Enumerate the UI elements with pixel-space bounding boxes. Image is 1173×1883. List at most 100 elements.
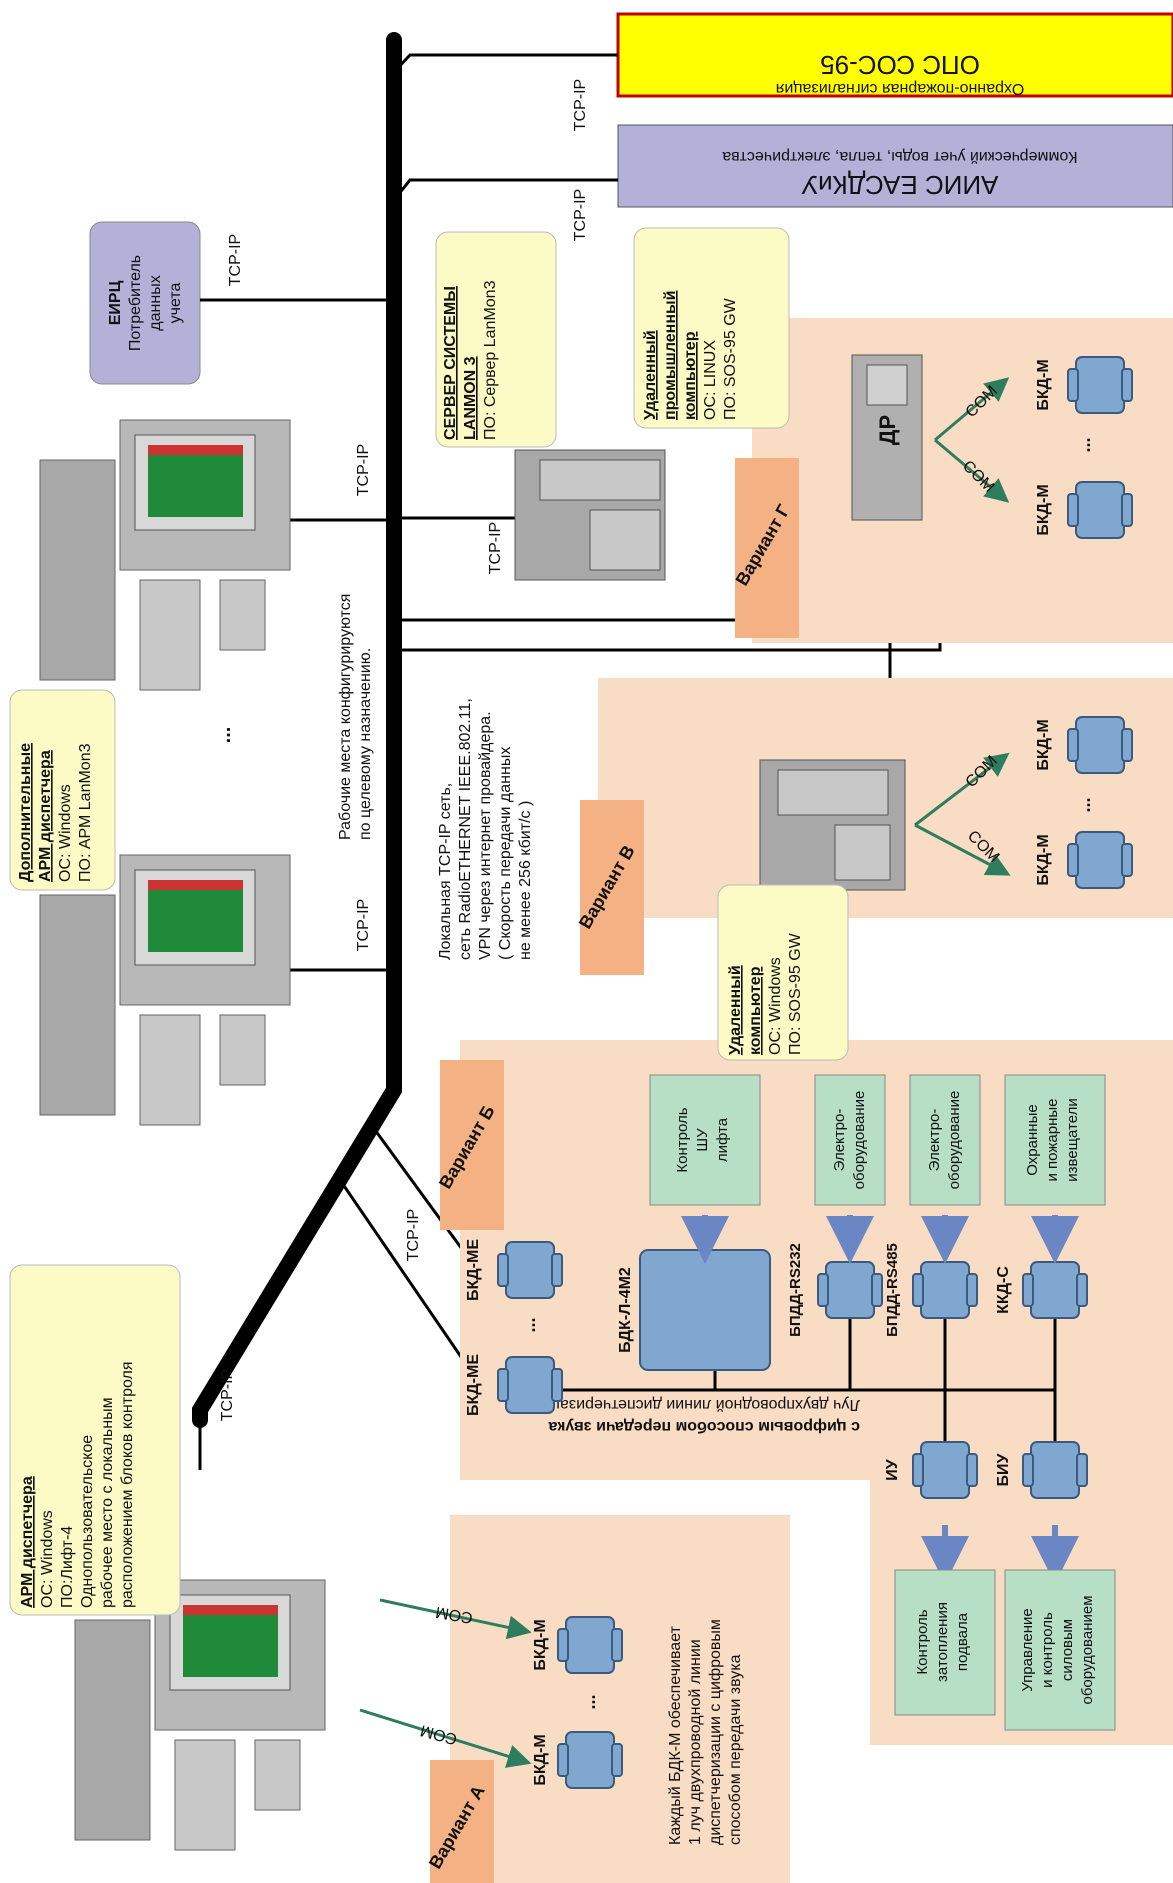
ea-line-3: ПО: АРМ LanMon3 — [77, 743, 94, 882]
pc-ellipsis: ... — [213, 727, 235, 744]
beam-label: Луч двухпроводной линии диспетчеризации … — [533, 1396, 860, 1435]
bkd-m-a2-label: БКД-М — [532, 1734, 549, 1785]
green-elec2: Электро- оборудование — [909, 1074, 981, 1206]
r-line-3: ПО: SOS-95 GW — [787, 932, 804, 1055]
flood-line-2: подвала — [954, 1612, 971, 1671]
ri-line-4: ПО: SOS-95 GW — [722, 297, 739, 420]
arm-line-3: Однопользовательское — [79, 1435, 96, 1608]
pc-extra-1 — [39, 419, 291, 691]
biu-label: БИУ — [995, 1452, 1012, 1486]
biu-unit — [1022, 1441, 1088, 1499]
network-line-4: не менее 256 кбит/с ) — [517, 801, 534, 960]
bkd-m-g2 — [1067, 356, 1133, 414]
power-line-0: Управление — [1019, 1608, 1036, 1691]
shu-line-1: ШУ — [694, 1128, 711, 1152]
green-alarms: Охранные и пожарные извещатели — [1004, 1074, 1106, 1206]
network-line-0: Локальная TCP-IP сеть, — [437, 783, 454, 960]
shu-line-0: Контроль — [674, 1107, 691, 1172]
bkd-m-a2 — [557, 1731, 623, 1789]
tcp-label-b: TCP-IP — [405, 1209, 422, 1261]
arm-line-1: ОС: Windows — [39, 1510, 56, 1608]
tcp-label-aiis: TCP-IP — [572, 189, 589, 241]
ri-line-2: компьютер — [682, 331, 699, 420]
me-ellipsis: ... — [519, 1317, 539, 1332]
v-ellipsis: ... — [1074, 797, 1094, 812]
pc-arm — [74, 1579, 326, 1851]
bus-branches — [198, 53, 942, 1470]
callout-extra-arm: Дополнительные АРМ диспетчера ОС: Window… — [9, 689, 116, 891]
dr-unit — [851, 354, 923, 521]
bkd-m-g2-label: БКД-М — [1035, 359, 1052, 410]
remote-pc-unit — [759, 759, 906, 891]
workplaces-line-1: по целевому назначению. — [357, 648, 374, 840]
kkd-s-unit — [1022, 1261, 1088, 1319]
green-elec1: Электро- оборудование — [814, 1074, 886, 1206]
eirc-line-0: ЕИРЦ — [107, 280, 124, 325]
bkd-m-a1 — [557, 1616, 623, 1674]
dr-label: ДР — [875, 415, 900, 445]
v-com-1 — [914, 823, 1011, 876]
server-line-1: LANMON 3 — [462, 356, 479, 440]
elec2-line-0: Электро- — [926, 1109, 943, 1172]
elec1-line-1: оборудование — [851, 1091, 868, 1190]
kkd-s-label: ККД-С — [995, 1266, 1012, 1314]
tcp-label-a: TCP-IP — [219, 1369, 236, 1421]
arm-line-2: ПО:Лифт-4 — [59, 1526, 76, 1608]
callout-remote: Удаленный компьютер ОС: Windows ПО: SOS-… — [717, 884, 849, 1061]
variant-a-note: Каждый БДК-М обеспечивает 1 луч двухпров… — [667, 1619, 744, 1845]
a-com-label-1: COM — [434, 1603, 474, 1626]
ri-line-3: ОС: LINUX — [702, 340, 719, 420]
bdk-l-unit — [639, 1249, 771, 1371]
a-com-2 — [359, 1708, 532, 1768]
r-line-0: Удаленный — [727, 965, 744, 1055]
r-line-2: ОС: Windows — [767, 957, 784, 1055]
tcp-label-arm2: TCP-IP — [355, 899, 372, 951]
ops-subtitle: Охранно-пожарная сигнализация — [776, 80, 1024, 97]
bpdd-232-label: БПДД-RS232 — [787, 1243, 804, 1337]
elec2-line-1: оборудование — [946, 1091, 963, 1190]
server-line-2: ПО: Сервер LanMon3 — [482, 280, 499, 440]
bkd-m-v1 — [1067, 831, 1133, 889]
bkd-m-v1-label: БКД-М — [1035, 834, 1052, 885]
v-com-2 — [914, 752, 1010, 827]
bkd-me-2-label: БКД-МЕ — [465, 1354, 482, 1416]
network-bus — [192, 32, 402, 1428]
workplaces-line-0: Рабочие места конфигурируются — [337, 594, 354, 840]
aiis-subtitle: Коммерческий учет воды, тепла, электриче… — [722, 148, 1077, 165]
variant-b-tag — [440, 1060, 504, 1230]
flood-line-1: затопления — [934, 1602, 951, 1682]
green-flood: Контроль затопления подвала — [894, 1569, 996, 1716]
power-line-1: и контроль — [1039, 1612, 1056, 1688]
bdk-l-label: БДК-Л-4М2 — [617, 1267, 634, 1353]
bpdd-485-unit — [912, 1261, 978, 1319]
eirc-box — [89, 221, 201, 385]
tcp-label-arm1: TCP-IP — [355, 444, 372, 496]
blue-arrows — [681, 1215, 1079, 1584]
bkd-me-2 — [497, 1356, 563, 1414]
bkd-me-1-label: БКД-МЕ — [465, 1239, 482, 1301]
a-com-1 — [379, 1598, 532, 1640]
arm-line-4: рабочее место с локальным — [99, 1397, 116, 1608]
shu-line-2: лифта — [714, 1117, 731, 1162]
g-ellipsis: ... — [1074, 437, 1094, 452]
callout-server: СЕРВЕР СИСТЕМЫ LANMON 3 ПО: Сервер LanMo… — [435, 231, 557, 448]
tcp-labels: TCP-IP TCP-IP TCP-IP TCP-IP TCP-IP TCP-I… — [219, 79, 879, 1421]
bpdd-232-unit — [817, 1261, 883, 1319]
tcp-label-ops: TCP-IP — [572, 79, 589, 131]
aiis-title: АИИС ЕАСДКиУ — [801, 170, 998, 200]
elec1-line-0: Электро- — [831, 1109, 848, 1172]
network-line-2: VPN через интернет провайдера. — [477, 711, 494, 960]
variant-g-tag — [735, 458, 799, 638]
bkd-me-1 — [497, 1241, 563, 1299]
alarms-line-2: извещатели — [1064, 1098, 1081, 1181]
ea-line-1: АРМ диспетчера — [37, 750, 54, 882]
bkd-m-a1-label: БКД-М — [532, 1619, 549, 1670]
tcp-label-server: TCP-IP — [487, 522, 504, 574]
eirc-line-2: данных — [147, 275, 164, 330]
a-ellipsis: ... — [579, 1694, 599, 1709]
bkd-m-g1 — [1067, 481, 1133, 539]
alarms-line-1: и пожарные — [1044, 1099, 1061, 1182]
ri-line-0: Удаленный — [642, 330, 659, 420]
a-note-1: 1 луч двухпроводной линии — [687, 1639, 704, 1845]
